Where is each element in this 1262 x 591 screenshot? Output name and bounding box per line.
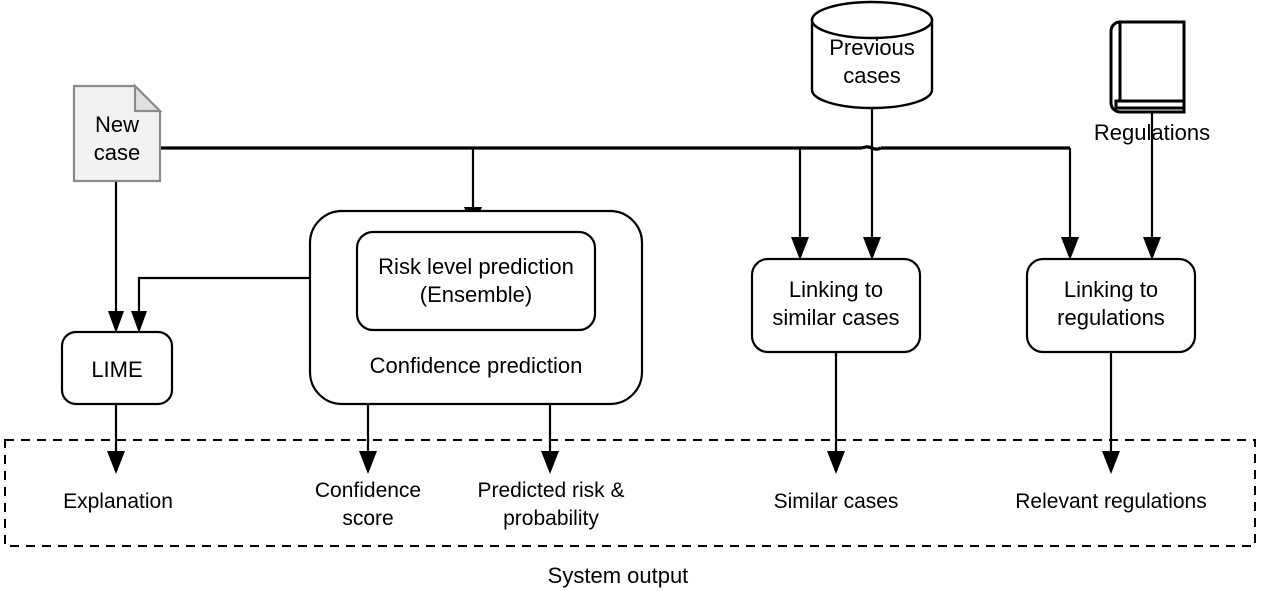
- risk-level-prediction-label-line1: Risk level prediction: [378, 254, 574, 279]
- edge-linking-similar-to-output: [827, 352, 845, 474]
- node-lime[interactable]: LIME: [60, 330, 174, 406]
- edge-confidence-to-predicted-risk: [541, 404, 559, 474]
- linking-similar-cases-label-line1: Linking to: [789, 277, 883, 302]
- output-predicted-risk: Predicted risk & probability: [477, 479, 624, 530]
- node-linking-similar-cases[interactable]: Linking to similar cases: [750, 257, 922, 354]
- new-case-label-line1: New: [95, 112, 139, 137]
- output-relevant-regulations-line1: Relevant regulations: [1015, 490, 1206, 513]
- output-predicted-risk-line1: Predicted risk &: [477, 479, 624, 502]
- output-explanation-line1: Explanation: [63, 490, 173, 513]
- edge-confidence-to-score: [359, 404, 377, 474]
- output-relevant-regulations: Relevant regulations: [1015, 490, 1206, 513]
- edge-newcase-trunk: [160, 145, 1070, 151]
- edge-previouscases-to-linking-similar: [863, 105, 881, 260]
- edge-trunk-to-linking-regulations: [1061, 148, 1079, 260]
- output-confidence-score-line1: Confidence: [315, 479, 421, 502]
- node-previous-cases[interactable]: Previous cases: [810, 0, 934, 110]
- previous-cases-label-line1: Previous: [829, 35, 915, 60]
- edge-regulations-to-linking-regulations: [1143, 108, 1161, 260]
- edge-trunk-to-linking-similar: [791, 148, 809, 260]
- linking-regulations-label-line2: regulations: [1057, 305, 1165, 330]
- edge-newcase-to-lime: [108, 182, 124, 333]
- edge-lime-to-explanation: [107, 404, 125, 474]
- linking-similar-cases-label-line2: similar cases: [772, 305, 899, 330]
- risk-level-prediction-label-line2: (Ensemble): [420, 282, 532, 307]
- node-risk-level-prediction[interactable]: Risk level prediction (Ensemble): [355, 230, 597, 332]
- output-similar-cases: Similar cases: [774, 490, 899, 513]
- confidence-prediction-label: Confidence prediction: [370, 353, 583, 378]
- output-predicted-risk-line2: probability: [503, 507, 599, 530]
- new-case-label-line2: case: [94, 140, 140, 165]
- edge-risk-to-lime: [131, 276, 357, 333]
- output-confidence-score: Confidence score: [315, 479, 421, 530]
- node-linking-regulations[interactable]: Linking to regulations: [1025, 257, 1197, 354]
- system-output-label: System output: [548, 563, 689, 588]
- output-confidence-score-line2: score: [342, 507, 393, 530]
- output-similar-cases-line1: Similar cases: [774, 490, 899, 513]
- previous-cases-label-line2: cases: [843, 63, 900, 88]
- system-output-region: System output: [4, 439, 1256, 588]
- node-regulations[interactable]: Regulations: [1094, 20, 1210, 145]
- linking-regulations-label-line1: Linking to: [1064, 277, 1158, 302]
- regulations-label: Regulations: [1094, 120, 1210, 145]
- lime-label: LIME: [91, 357, 142, 382]
- edge-linking-regulations-to-output: [1102, 352, 1120, 474]
- output-explanation: Explanation: [63, 490, 173, 513]
- node-new-case[interactable]: New case: [72, 83, 163, 183]
